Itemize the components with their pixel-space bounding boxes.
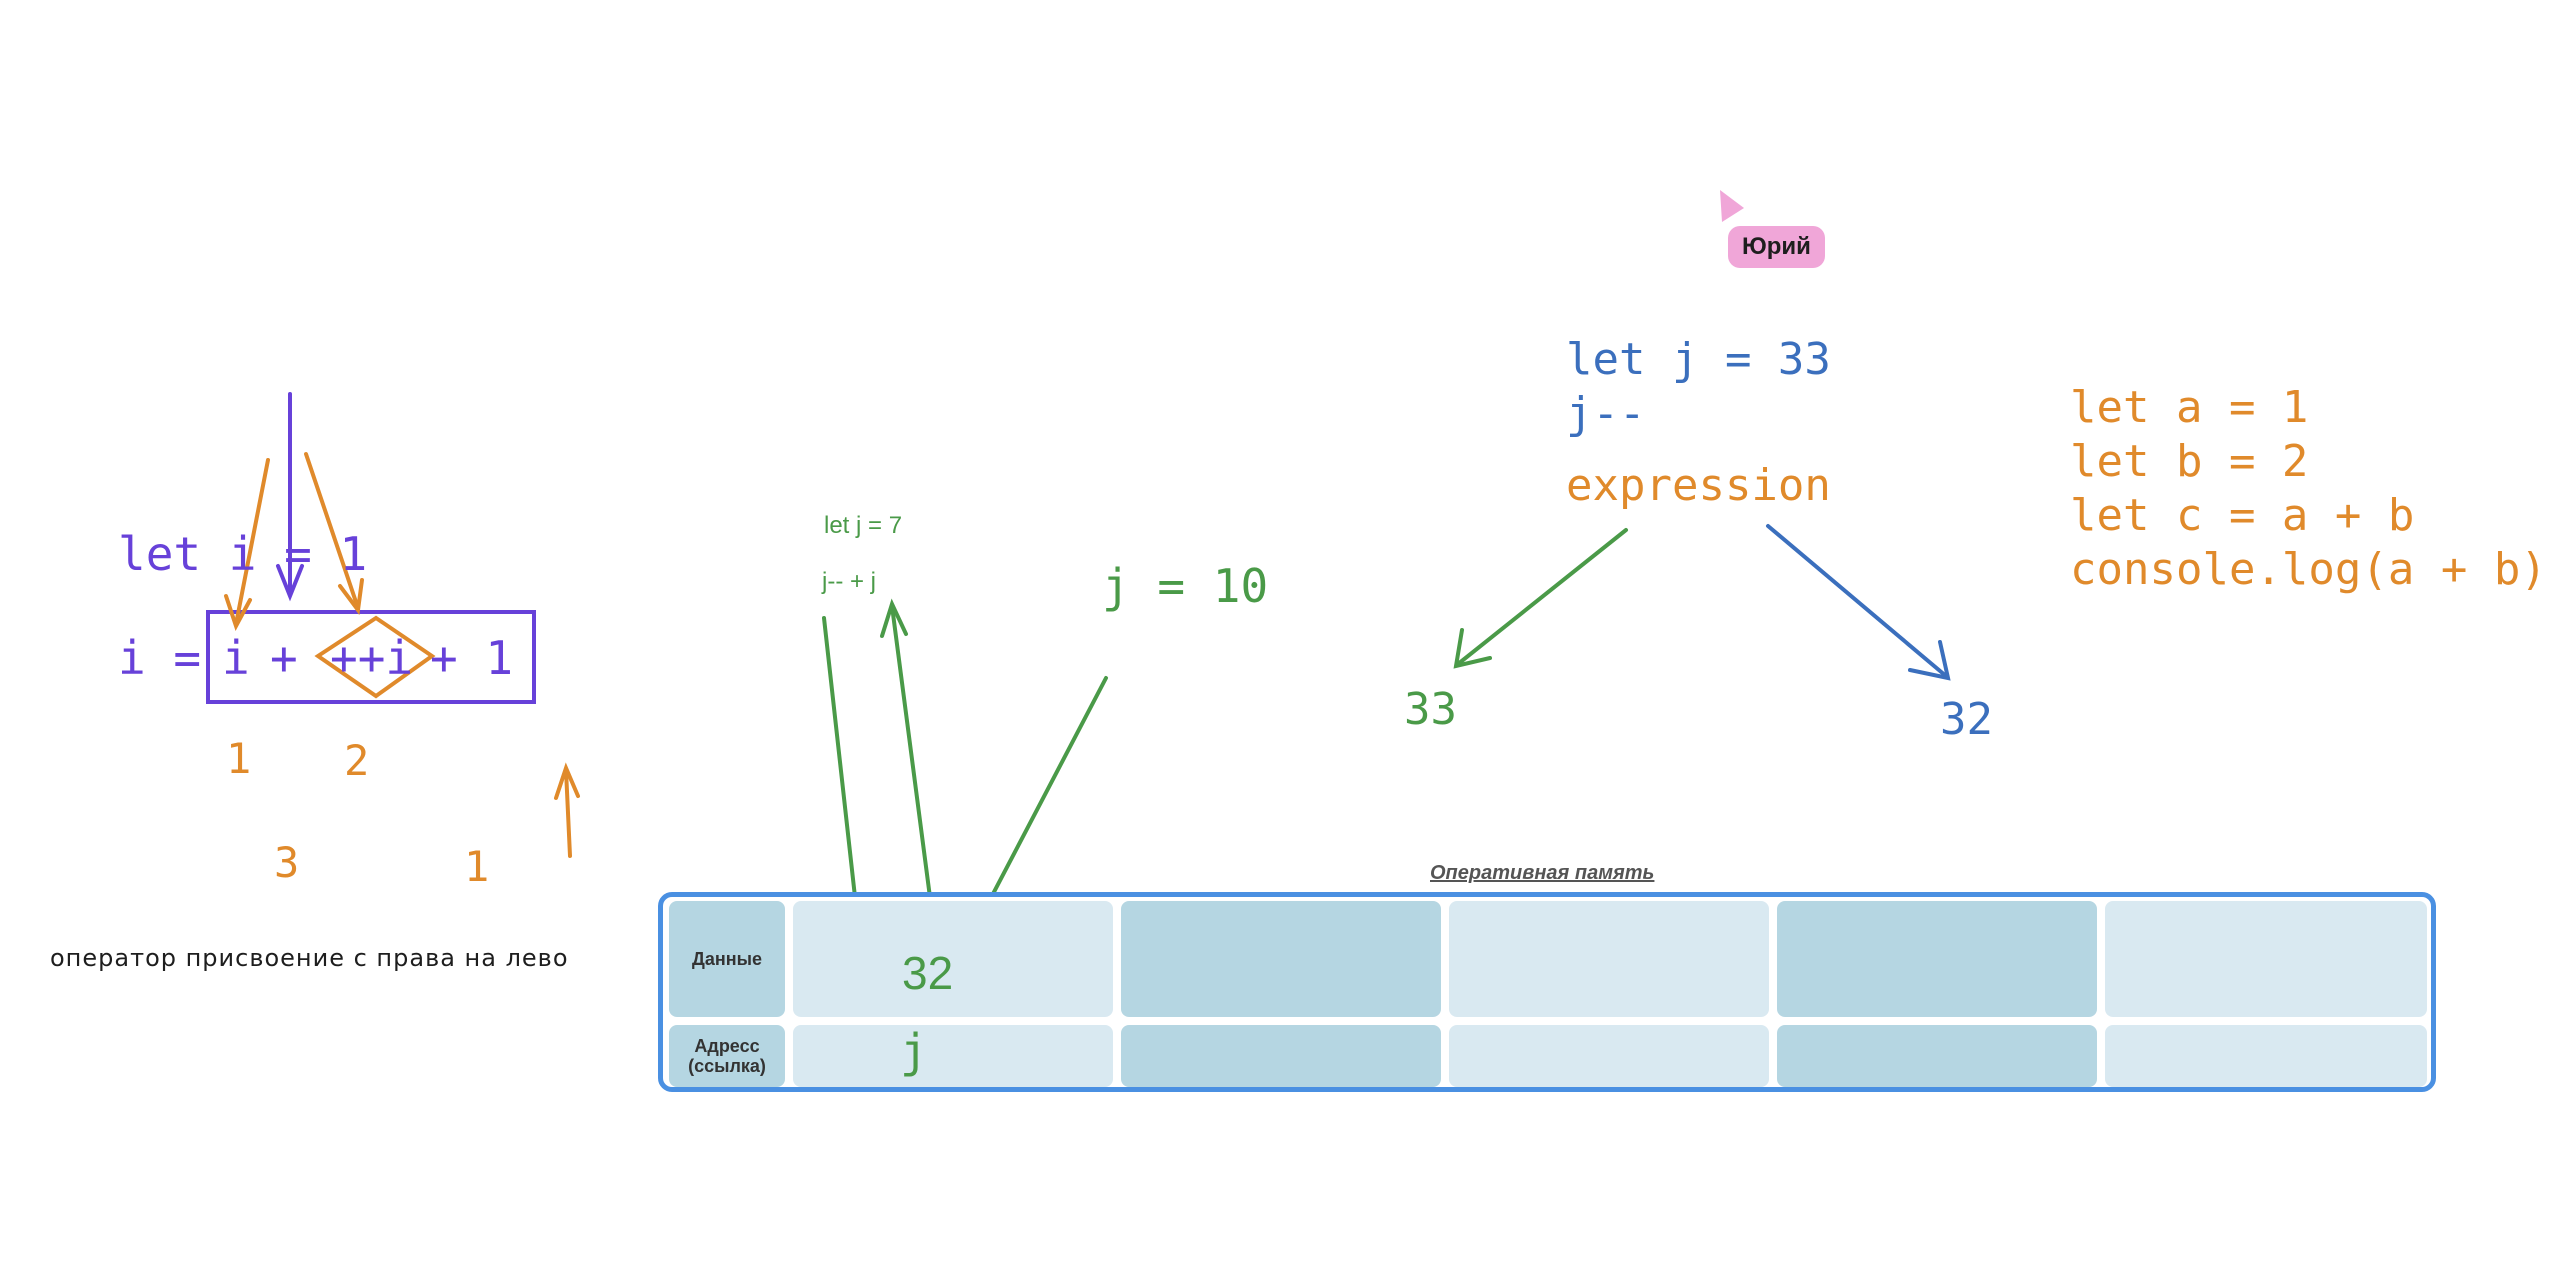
expr-plus-1[interactable]: + xyxy=(270,631,298,685)
memory-cell-data-5[interactable] xyxy=(2105,901,2427,1017)
decl-j[interactable]: let j = 33 xyxy=(1566,334,1831,385)
memory-cell-data-2[interactable] xyxy=(1121,901,1441,1017)
memory-address[interactable]: j xyxy=(900,1024,928,1078)
memory-cell-address-2[interactable] xyxy=(1121,1025,1441,1087)
row-label-address: Адресс (ссылка) xyxy=(669,1025,785,1087)
preinc-diamond[interactable] xyxy=(314,615,436,699)
expr-preinc[interactable]: ++i xyxy=(330,631,414,685)
collaborator-badge: Юрий xyxy=(1728,226,1825,268)
collaborator-cursor-icon xyxy=(1720,190,1744,222)
result-expression[interactable]: 33 xyxy=(1404,684,1457,735)
order-label-2[interactable]: 2 xyxy=(344,736,370,785)
orange-arrow-right[interactable] xyxy=(304,452,364,616)
decl-j-small[interactable]: let j = 7 xyxy=(824,512,903,539)
expr-j-small[interactable]: j-- + j xyxy=(822,568,876,595)
orange-arrow-left[interactable] xyxy=(224,458,270,632)
expr-plus-2[interactable]: + 1 xyxy=(430,631,514,685)
expression-box[interactable] xyxy=(206,610,536,704)
green-arrow-result[interactable] xyxy=(1453,528,1628,669)
code-line-2[interactable]: let b = 2 xyxy=(2070,436,2309,487)
green-arrow-up[interactable] xyxy=(880,598,936,930)
memory-cell-data-1[interactable] xyxy=(793,901,1113,1017)
decrement-j[interactable]: j-- xyxy=(1566,388,1646,439)
memory-table[interactable]: Данные Адресс (ссылка) xyxy=(658,892,2436,1092)
order-label-1[interactable]: 1 xyxy=(226,734,252,783)
code-line-1[interactable]: let a = 1 xyxy=(2070,382,2309,433)
decl-i[interactable]: let i = 1 xyxy=(118,527,368,581)
expr-i[interactable]: i xyxy=(222,631,250,685)
memory-cell-address-1[interactable] xyxy=(793,1025,1113,1087)
value-label-1[interactable]: 1 xyxy=(464,842,490,891)
code-line-4[interactable]: console.log(a + b) xyxy=(2070,544,2547,595)
order-label-3[interactable]: 3 xyxy=(274,838,300,887)
memory-cell-address-5[interactable] xyxy=(2105,1025,2427,1087)
row-label-data: Данные xyxy=(669,901,785,1017)
memory-title[interactable]: Оперативная память xyxy=(1430,862,1655,884)
assign-j[interactable]: j = 10 xyxy=(1102,559,1269,613)
code-line-3[interactable]: let c = a + b xyxy=(2070,490,2415,541)
purple-arrow[interactable] xyxy=(276,392,304,602)
assignment-note[interactable]: оператор присвоение с права на лево xyxy=(50,944,569,972)
blue-arrow-result[interactable] xyxy=(1766,524,1951,681)
memory-cell-data-3[interactable] xyxy=(1449,901,1769,1017)
result-variable[interactable]: 32 xyxy=(1940,694,1993,745)
memory-value[interactable]: 32 xyxy=(902,947,954,999)
orange-arrow-up[interactable] xyxy=(554,762,580,858)
memory-cell-address-3[interactable] xyxy=(1449,1025,1769,1087)
expression-label[interactable]: expression xyxy=(1566,460,1831,511)
memory-cell-data-4[interactable] xyxy=(1777,901,2097,1017)
expr-lhs[interactable]: i = xyxy=(118,631,202,685)
memory-cell-address-4[interactable] xyxy=(1777,1025,2097,1087)
